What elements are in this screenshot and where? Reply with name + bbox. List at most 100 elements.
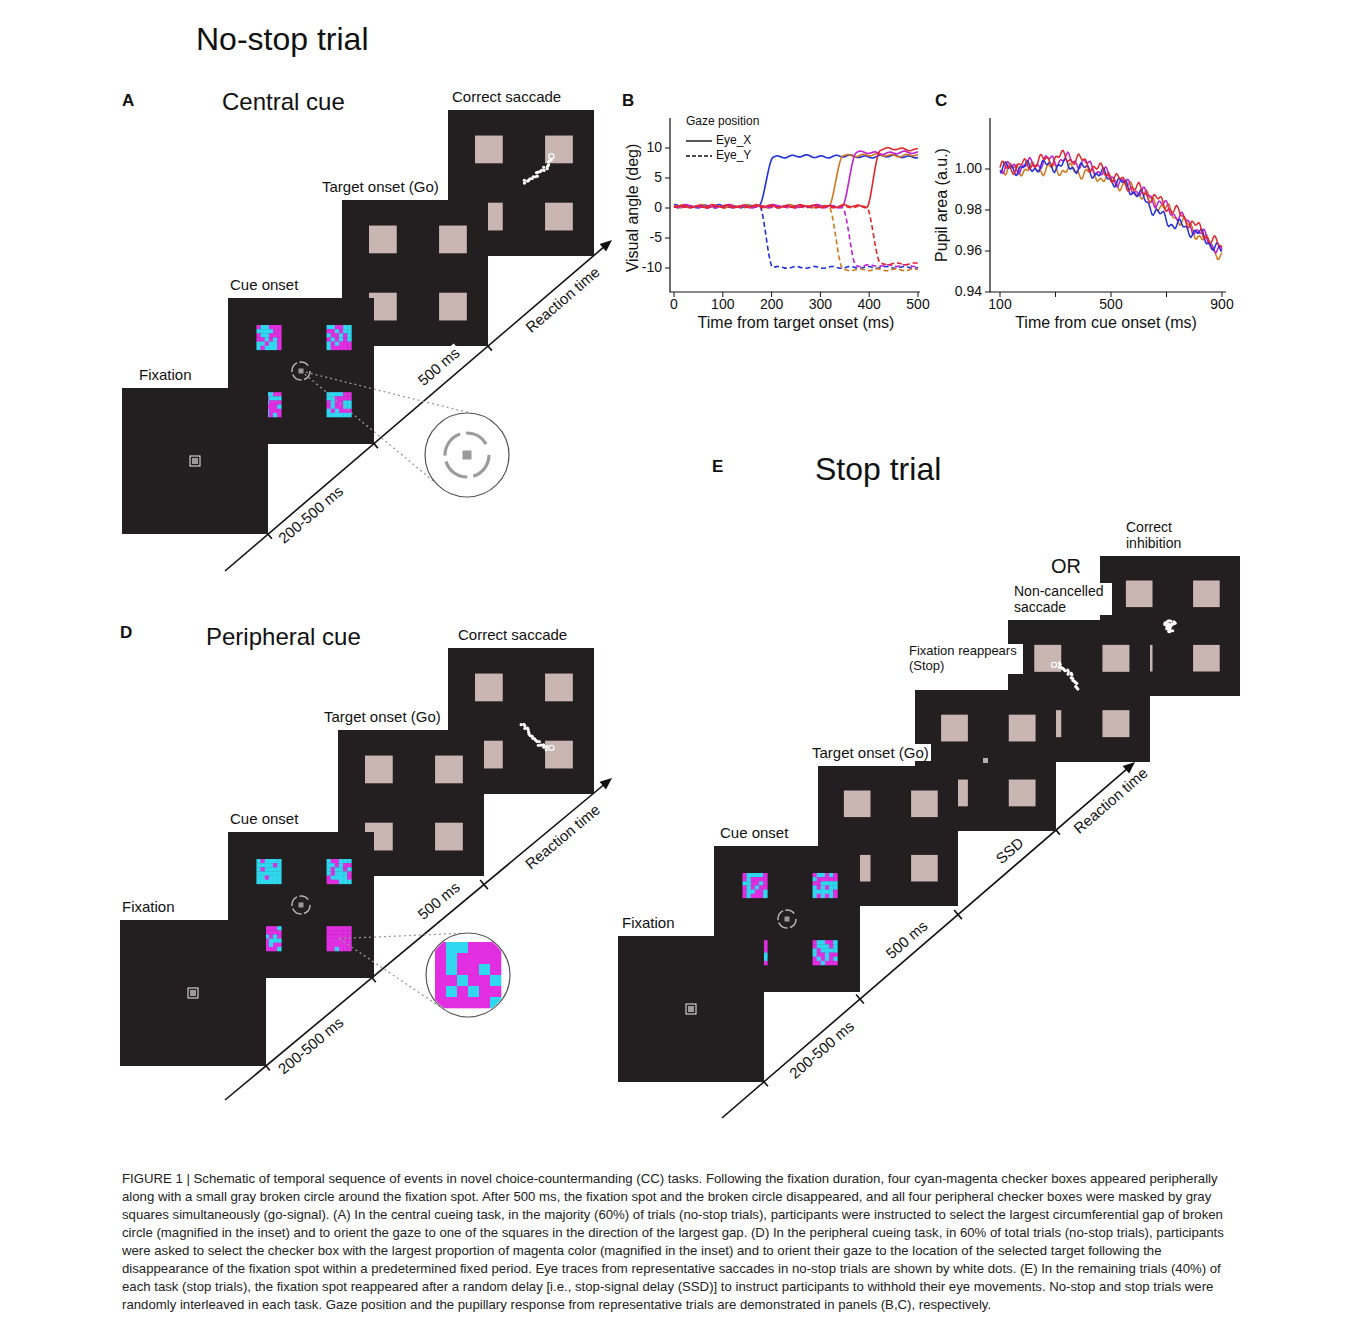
screen-label: Fixation: [120, 898, 177, 915]
pupil-trace: [1000, 158, 1222, 251]
checker-box: [813, 940, 838, 965]
target-square: [844, 791, 871, 818]
tick-label: 10: [646, 140, 662, 155]
target-square: [941, 715, 968, 742]
pupil-trace: [1000, 162, 1222, 260]
axis-tick: [665, 148, 670, 149]
axis-tick: [665, 238, 670, 239]
tick-label: 500: [1099, 297, 1122, 312]
gaze-trace-y: [674, 206, 918, 265]
duration-label: 200-500 ms: [275, 482, 349, 549]
axis-title: Visual angle (deg): [624, 144, 642, 273]
tick-label: 400: [858, 297, 881, 312]
legend-line-sample: [686, 155, 712, 156]
chart-axes: [990, 118, 1226, 292]
axis-tick: [1000, 292, 1001, 297]
screen-frame: Fixation: [618, 936, 764, 1082]
checker-box: [813, 873, 838, 898]
or-label: OR: [1051, 555, 1081, 577]
screen-label: Target onset (Go): [320, 178, 441, 195]
chart-axes: [670, 118, 920, 292]
screen-frame: Fixation: [122, 388, 268, 534]
broken-circle: [778, 910, 796, 928]
axis-tick: [665, 268, 670, 269]
gaze-trace-x: [674, 154, 918, 208]
target-square: [1034, 710, 1061, 737]
target-square: [369, 293, 397, 321]
screen-frame: Fixation: [120, 920, 266, 1066]
screen-label: Target onset (Go): [322, 708, 443, 725]
gaze-chart: [665, 118, 920, 297]
time-tick: [480, 880, 488, 889]
axis-tick: [1055, 292, 1056, 297]
checker-box: [327, 859, 352, 884]
screen-label: Target onset (Go): [810, 744, 931, 761]
checker-box: [256, 325, 281, 350]
axis-tick: [985, 169, 990, 170]
magnified-inset: [301, 371, 509, 497]
pupil-trace: [1000, 151, 1222, 247]
screen-label: Cue onset: [718, 824, 790, 841]
target-square: [439, 226, 467, 254]
gaze-trace-y: [674, 206, 918, 267]
screen-label: Fixation: [620, 914, 677, 931]
broken-circle: [445, 433, 489, 477]
target-square: [844, 855, 871, 882]
pupil-trace: [1000, 152, 1222, 252]
eye-trace-dots: [1051, 661, 1079, 690]
checker-box: [256, 392, 281, 417]
time-tick: [856, 995, 864, 1004]
tick-label: 100: [711, 297, 734, 312]
pupil-chart: [985, 118, 1226, 297]
axis-tick: [918, 292, 919, 297]
target-square: [1102, 710, 1129, 737]
screen-label: Cue onset: [228, 276, 300, 293]
screen-label: Fixation reappears (Stop): [907, 644, 1023, 674]
eye-trace-dots: [523, 154, 554, 185]
tick-label: 900: [1210, 297, 1233, 312]
target-square: [475, 136, 503, 164]
eye-trace-dots: [1163, 619, 1176, 633]
checker-box: [327, 392, 352, 417]
screen-label: Cue onset: [228, 810, 300, 827]
screen-art: [120, 920, 266, 1066]
inset-leader: [301, 371, 436, 483]
gaze-trace-x: [674, 151, 918, 208]
tick-label: 200: [760, 297, 783, 312]
fixation-spot: [463, 451, 472, 460]
inset-circle: [426, 933, 510, 1017]
target-square: [1193, 581, 1220, 608]
legend-text: Eye_Y: [716, 149, 751, 162]
magnified-inset: [339, 933, 510, 1017]
target-square: [545, 203, 573, 231]
duration-label: 500 ms: [413, 878, 464, 925]
target-square: [1126, 581, 1153, 608]
checker-box: [435, 942, 501, 1008]
axis-tick: [665, 208, 670, 209]
tick-label: 0.98: [955, 202, 982, 217]
panel-title: Central cue: [222, 89, 345, 115]
panel-letter: A: [122, 92, 134, 111]
inset-leader: [301, 371, 471, 413]
screen-art: [122, 388, 268, 534]
target-square: [365, 756, 393, 784]
tick-label: 100: [988, 297, 1011, 312]
arrow-head: [600, 778, 612, 790]
checker-box: [256, 859, 281, 884]
target-square: [1102, 645, 1129, 672]
target-square: [911, 791, 938, 818]
duration-label: 500 ms: [881, 916, 932, 963]
tick-label: 1.00: [955, 161, 982, 176]
panel-title: Peripheral cue: [206, 624, 361, 650]
tick-label: 300: [809, 297, 832, 312]
checker-box: [256, 926, 281, 951]
time-tick: [954, 910, 962, 919]
duration-label: 200-500 ms: [274, 1013, 349, 1079]
tick-label: 0.96: [955, 243, 982, 258]
axis-tick: [674, 292, 675, 297]
checker-box: [742, 940, 767, 965]
checker-box: [327, 325, 352, 350]
axis-tick: [985, 251, 990, 252]
target-square: [941, 780, 968, 807]
